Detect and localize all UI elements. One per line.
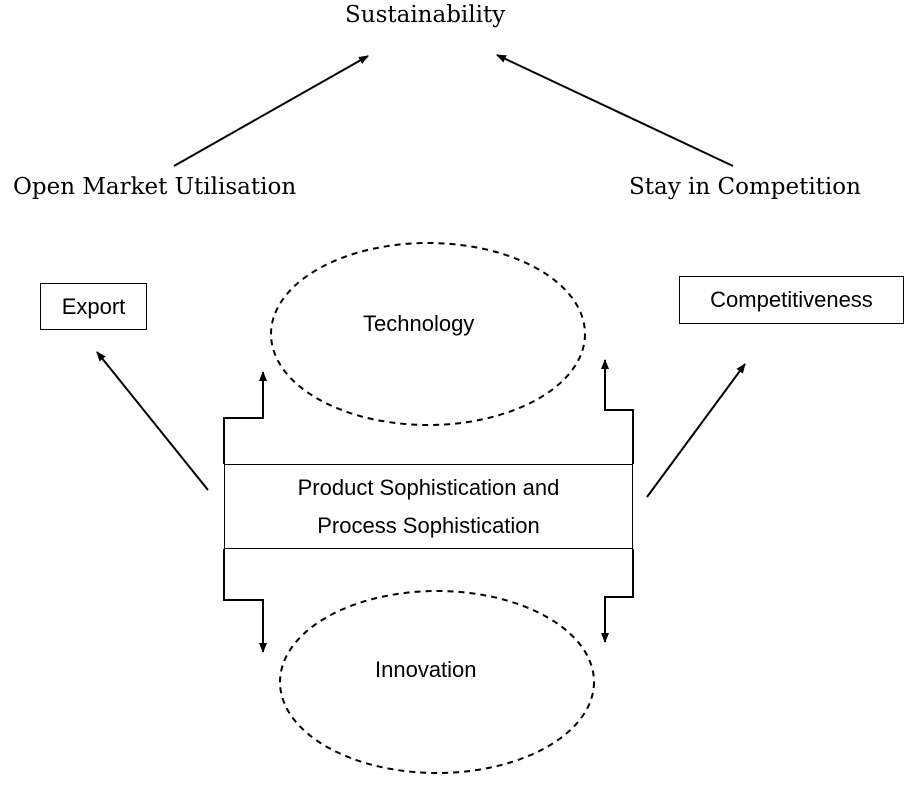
sustainability-label: Sustainability [345, 2, 506, 28]
export-label: Export [61, 293, 126, 319]
arrow-center-to-export [96, 351, 209, 491]
innovation-label: Innovation [375, 657, 477, 682]
connector-left-to-technology [223, 371, 267, 464]
center-box-line-2: Process Sophistication [317, 512, 540, 538]
open-market-utilisation-label: Open Market Utilisation [13, 174, 297, 200]
connector-left-to-innovation [223, 549, 267, 653]
export-box: Export [40, 283, 147, 330]
innovation-ellipse [279, 590, 595, 774]
stay-in-competition-label: Stay in Competition [629, 174, 861, 200]
technology-ellipse [270, 242, 586, 426]
arrow-open-market-to-sustainability [173, 55, 369, 167]
arrow-center-to-competitiveness [646, 363, 746, 498]
connector-right-to-innovation [601, 549, 634, 643]
product-process-sophistication-box: Product Sophistication and Process Sophi… [224, 464, 633, 549]
arrow-stay-in-competition-to-sustainability [496, 54, 734, 167]
competitiveness-label: Competitiveness [710, 287, 873, 312]
connector-right-to-technology [601, 359, 634, 464]
technology-label: Technology [363, 311, 475, 336]
competitiveness-box: Competitiveness [679, 276, 904, 324]
center-box-line-1: Product Sophistication and [297, 474, 560, 500]
